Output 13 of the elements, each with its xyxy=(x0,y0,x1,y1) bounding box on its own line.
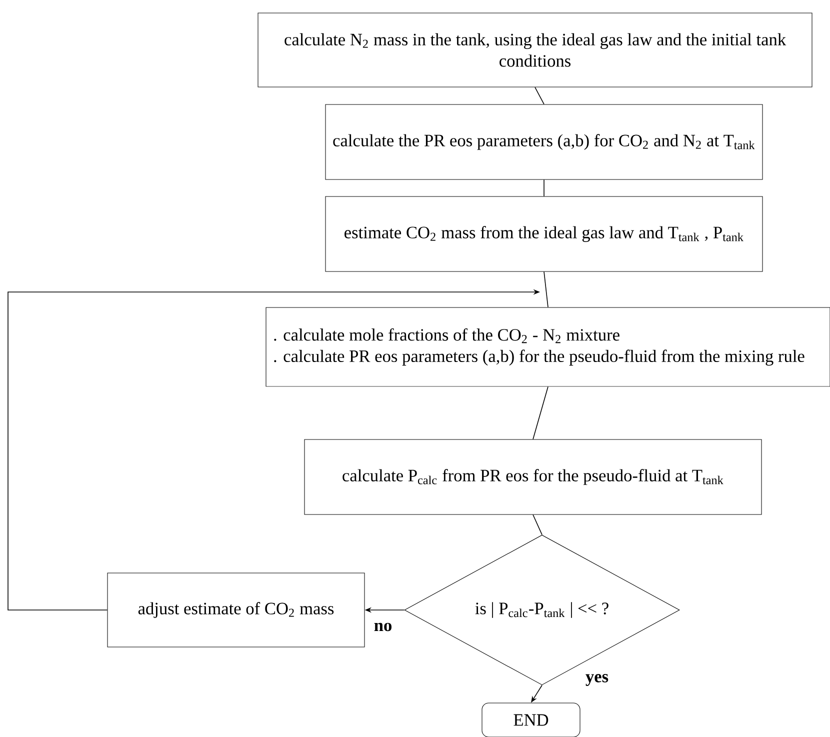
process-box: calculate N$_{2}$ mass in the tank, using the ideal gas law and the initial tank conditions xyxy=(258,12,812,88)
process-box: adjust estimate of CO$_{2}$ mass xyxy=(107,572,365,648)
process-box: . calculate mole fractions of the CO$_{2}$ - N$_{2}$ mixture . calculate PR eos parameters (a,b) for the pseudo-fluid from the mixing rule xyxy=(266,307,830,387)
process-box: calculate the PR eos parameters (a,b) for CO$_{2}$ and N$_{2}$ at T$_{tank}$ xyxy=(325,104,763,180)
edge-label: no xyxy=(372,622,394,632)
terminal-box: END xyxy=(482,702,580,737)
connector xyxy=(544,271,548,308)
process-box: estimate CO$_{2}$ mass from the ideal gas law and T$_{tank}$ , P$_{tank}$ xyxy=(325,196,763,272)
process-box: calculate P$_{calc}$ from PR eos for the pseudo-fluid at T$_{tank}$ xyxy=(304,439,762,515)
connector xyxy=(532,386,548,440)
connector xyxy=(534,86,544,105)
connector xyxy=(532,514,542,536)
edge-label: yes xyxy=(584,672,610,688)
